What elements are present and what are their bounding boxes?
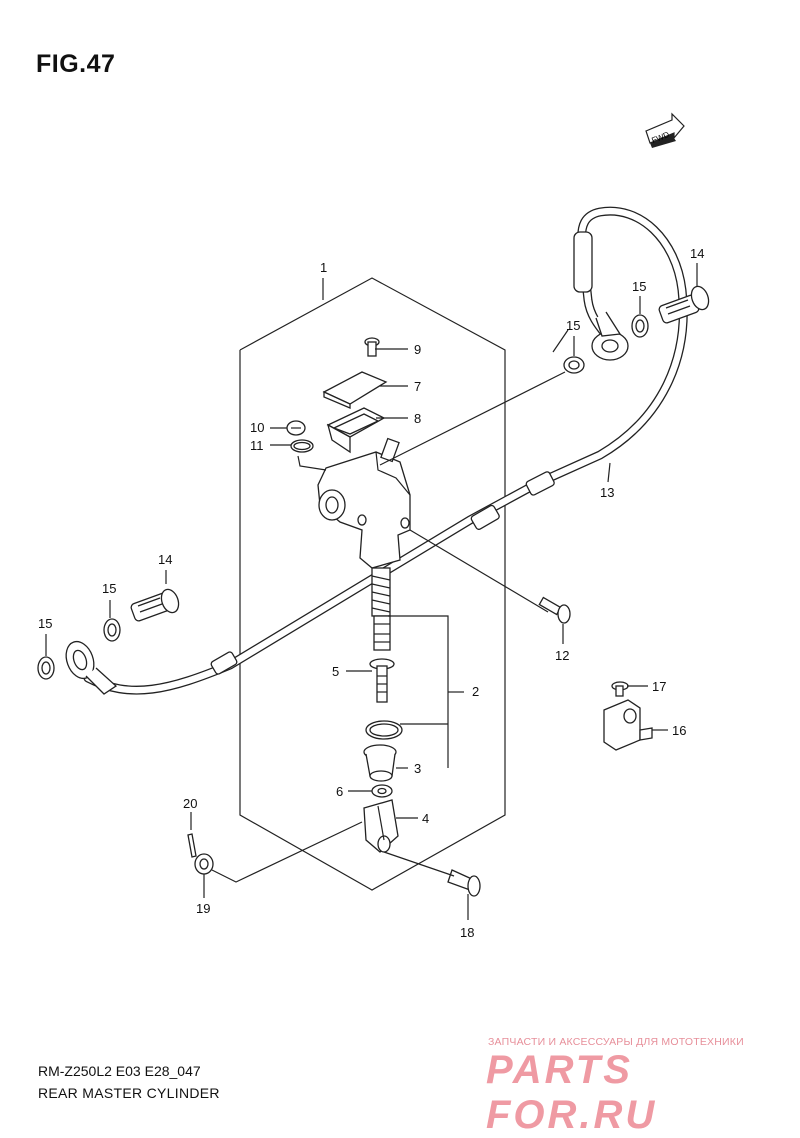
diaphragm-8	[326, 407, 386, 454]
callout-2: 2	[472, 684, 479, 699]
washer-15	[37, 314, 649, 680]
figure-title: FIG.47	[36, 50, 116, 78]
brake-hose-13	[65, 206, 688, 695]
reservoir-cap-7	[322, 371, 388, 409]
master-cylinder-body	[297, 437, 411, 569]
model-code: RM-Z250L2 E03 E28_047	[38, 1063, 201, 1079]
union-bolt-14-lower	[130, 588, 180, 622]
fwd-arrow-icon: FWD	[645, 112, 685, 148]
callout-14-upper: 14	[690, 246, 704, 261]
callout-14-lower: 14	[158, 552, 172, 567]
nut-6	[371, 784, 393, 798]
callout-16: 16	[672, 723, 686, 738]
bolt-9	[364, 337, 380, 357]
callout-13: 13	[600, 485, 614, 500]
circlip	[365, 720, 403, 740]
callout-3: 3	[414, 761, 421, 776]
callout-11: 11	[250, 438, 264, 453]
leader-lines	[45, 263, 698, 920]
callout-7: 7	[414, 379, 421, 394]
callout-5: 5	[332, 664, 339, 679]
callout-12: 12	[555, 648, 569, 663]
union-bolt-14-upper	[658, 285, 710, 324]
callout-10: 10	[250, 420, 264, 435]
callout-1: 1	[320, 260, 327, 275]
callout-15-c: 15	[102, 581, 116, 596]
boot-3	[363, 744, 397, 782]
callout-17: 17	[652, 679, 666, 694]
pin-18	[447, 869, 481, 897]
screw-17	[611, 681, 629, 697]
watermark-subtitle: ЗАПЧАСТИ И АКСЕССУАРЫ ДЛЯ МОТОТЕХНИКИ	[488, 1036, 744, 1048]
clevis-4	[363, 799, 399, 853]
circlip-11	[290, 439, 314, 453]
hose-guide-16	[603, 699, 653, 751]
watermark-logo: PARTS FOR.RU	[486, 1048, 658, 1137]
washer-19	[194, 853, 214, 875]
plate-10	[286, 420, 306, 436]
callouts: 1 2 3 4 5 6 7 8 9 10 11 12 13 14 14 15 1…	[38, 246, 704, 940]
bolt-12	[538, 596, 571, 624]
callout-15-b: 15	[566, 318, 580, 333]
callout-15-d: 15	[38, 616, 52, 631]
assembly-1-outline	[239, 277, 506, 891]
callout-6: 6	[336, 784, 343, 799]
callout-18: 18	[460, 925, 474, 940]
callout-15-a: 15	[632, 279, 646, 294]
callout-20: 20	[183, 796, 197, 811]
diagram-caption: REAR MASTER CYLINDER	[38, 1085, 220, 1101]
cotter-pin-20	[187, 833, 197, 858]
callout-19: 19	[196, 901, 210, 916]
callout-4: 4	[422, 811, 429, 826]
push-rod-5	[369, 658, 395, 703]
callout-8: 8	[414, 411, 421, 426]
piston-spring-assembly	[371, 567, 391, 651]
callout-9: 9	[414, 342, 421, 357]
